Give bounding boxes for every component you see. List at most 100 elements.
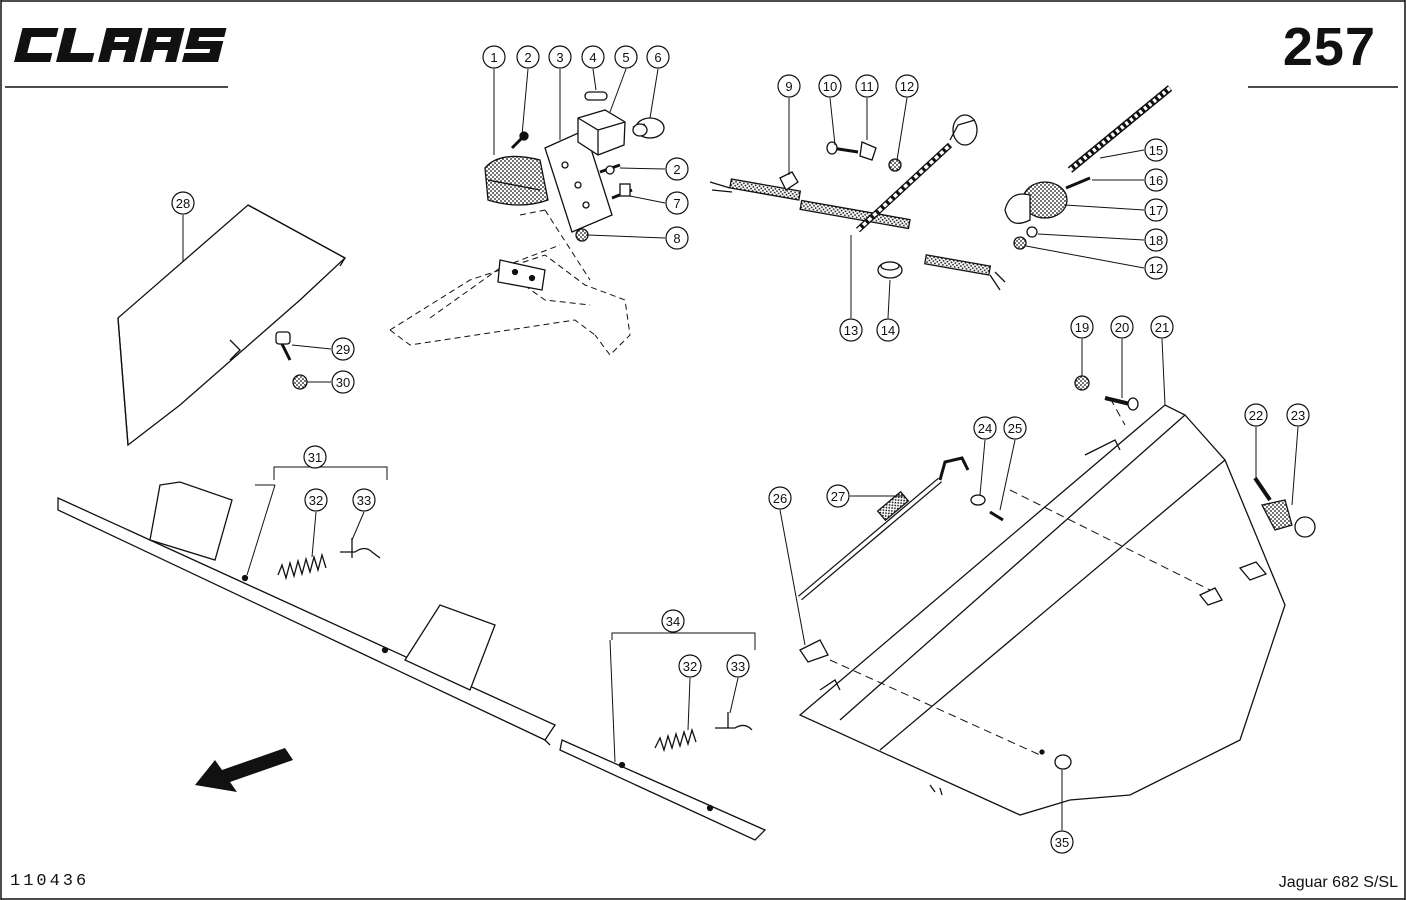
svg-text:23: 23 xyxy=(1291,408,1305,423)
callout-8: 8 xyxy=(665,226,689,250)
callout-15: 15 xyxy=(1144,138,1168,162)
callout-30: 30 xyxy=(331,370,355,394)
svg-text:19: 19 xyxy=(1075,320,1089,335)
callout-10: 10 xyxy=(818,74,842,98)
callout-2: 2 xyxy=(516,45,540,69)
callout-5: 5 xyxy=(614,45,638,69)
svg-text:17: 17 xyxy=(1149,203,1163,218)
callout-4: 4 xyxy=(581,45,605,69)
support-frame-dashed xyxy=(389,209,631,356)
lamp-assembly xyxy=(389,91,665,356)
callout-12: 12 xyxy=(895,74,919,98)
svg-text:14: 14 xyxy=(881,323,895,338)
callout-28: 28 xyxy=(171,191,195,215)
side-panel xyxy=(117,204,347,447)
callout-31: 31 xyxy=(303,445,327,469)
svg-text:26: 26 xyxy=(773,491,787,506)
model-name: Jaguar 682 S/SL xyxy=(1278,874,1398,891)
svg-text:22: 22 xyxy=(1249,408,1263,423)
svg-text:8: 8 xyxy=(673,231,680,246)
callout-19: 19 xyxy=(1070,315,1094,339)
svg-text:33: 33 xyxy=(731,659,745,674)
svg-text:18: 18 xyxy=(1149,233,1163,248)
callout-29: 29 xyxy=(331,337,355,361)
leader-lines xyxy=(182,68,1299,830)
svg-text:2: 2 xyxy=(673,162,680,177)
callout-22: 22 xyxy=(1244,403,1268,427)
svg-text:5: 5 xyxy=(622,50,629,65)
wiring-harness xyxy=(709,85,1173,291)
callout-21: 21 xyxy=(1150,315,1174,339)
svg-text:28: 28 xyxy=(176,196,190,211)
svg-text:13: 13 xyxy=(844,323,858,338)
svg-text:27: 27 xyxy=(831,489,845,504)
callout-25: 25 xyxy=(1003,416,1027,440)
svg-text:33: 33 xyxy=(357,493,371,508)
svg-text:20: 20 xyxy=(1115,320,1129,335)
callout-11: 11 xyxy=(855,74,879,98)
svg-text:35: 35 xyxy=(1055,835,1069,850)
callout-24: 24 xyxy=(973,416,997,440)
svg-text:9: 9 xyxy=(785,79,792,94)
screw-top xyxy=(510,136,524,150)
claas-logo xyxy=(14,28,227,62)
callout-3: 3 xyxy=(548,45,572,69)
svg-text:34: 34 xyxy=(666,614,680,629)
svg-text:31: 31 xyxy=(308,450,322,465)
callouts: 1 2 3 4 5 6 2 7 8 9 10 11 12 13 14 15 16… xyxy=(171,45,1310,854)
svg-text:29: 29 xyxy=(336,342,350,357)
callout-13: 13 xyxy=(839,318,863,342)
svg-text:6: 6 xyxy=(654,50,661,65)
callout-33b: 33 xyxy=(726,654,750,678)
svg-text:7: 7 xyxy=(673,196,680,211)
callout-16: 16 xyxy=(1144,168,1168,192)
rubber-block xyxy=(577,109,626,156)
long-strip xyxy=(57,481,556,746)
callout-35: 35 xyxy=(1050,830,1074,854)
callout-20: 20 xyxy=(1110,315,1134,339)
callout-33: 33 xyxy=(352,488,376,512)
callout-1: 1 xyxy=(482,45,506,69)
callout-6: 6 xyxy=(646,45,670,69)
callout-17: 17 xyxy=(1144,198,1168,222)
callout-32b: 32 xyxy=(678,654,702,678)
direction-arrow xyxy=(195,748,293,792)
bracket-plate xyxy=(497,259,546,291)
svg-text:30: 30 xyxy=(336,375,350,390)
callout-32: 32 xyxy=(304,488,328,512)
callout-9: 9 xyxy=(777,74,801,98)
svg-text:16: 16 xyxy=(1149,173,1163,188)
callout-23: 23 xyxy=(1286,403,1310,427)
callout-2b: 2 xyxy=(665,157,689,181)
callout-26: 26 xyxy=(768,486,792,510)
svg-text:1: 1 xyxy=(490,50,497,65)
callout-7: 7 xyxy=(665,191,689,215)
page-number: 257 xyxy=(1282,17,1376,77)
drawing-number: 110436 xyxy=(10,872,90,891)
svg-text:12: 12 xyxy=(1149,261,1163,276)
svg-text:32: 32 xyxy=(683,659,697,674)
svg-text:15: 15 xyxy=(1149,143,1163,158)
svg-text:4: 4 xyxy=(589,50,596,65)
mounting-plate xyxy=(544,129,613,233)
cover-panel xyxy=(798,375,1316,816)
svg-text:12: 12 xyxy=(900,79,914,94)
short-strip xyxy=(559,712,767,841)
svg-text:3: 3 xyxy=(556,50,563,65)
svg-text:32: 32 xyxy=(309,493,323,508)
svg-text:25: 25 xyxy=(1008,421,1022,436)
callout-14: 14 xyxy=(876,318,900,342)
callout-18: 18 xyxy=(1144,228,1168,252)
callout-34: 34 xyxy=(661,609,685,633)
lamp-housing xyxy=(484,155,549,206)
callout-27: 27 xyxy=(826,484,850,508)
svg-text:10: 10 xyxy=(823,79,837,94)
svg-text:24: 24 xyxy=(978,421,992,436)
svg-text:21: 21 xyxy=(1155,320,1169,335)
clip xyxy=(584,91,608,101)
svg-text:2: 2 xyxy=(524,50,531,65)
svg-text:11: 11 xyxy=(860,79,874,94)
